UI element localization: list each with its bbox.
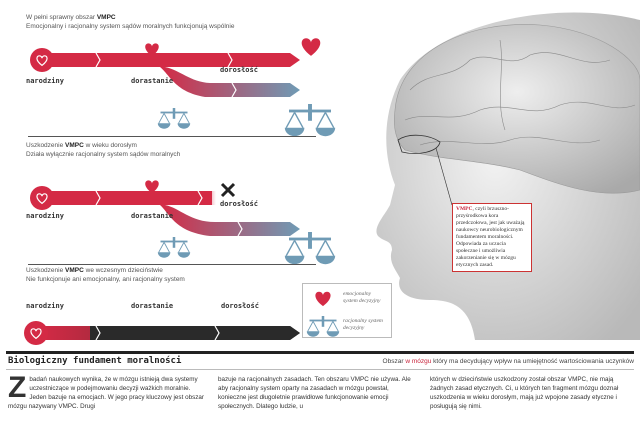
heart-icon [36,193,48,205]
vmpc-callout: VMPC, czyli brzuszno-przyśrodkowa kora p… [452,203,532,272]
label-adult: dorosłość [220,66,258,74]
label-birth: narodziny [26,302,64,310]
label-youth: dorastanie [131,302,174,310]
scales-icon [157,237,191,258]
heart-icon [145,180,159,194]
scales-icon [284,232,336,265]
label-youth: dorastanie [131,77,174,85]
article-column-3: których w dzieciństwie uszkodzony został… [430,376,619,410]
article-column-1: Z badań naukowych wynika, że w mózgu ist… [8,371,204,411]
timeline-healthy [30,48,300,97]
section-child-caption: Uszkodzenie VMPC we wczesnym dzieciństwi… [26,267,185,283]
label-adult: dorosłość [221,302,259,310]
article-subtitle: Obszar w mózgu który ma decydujący wpływ… [382,358,634,365]
divider [6,351,634,354]
timeline-child-damage [24,321,300,345]
cross-icon [220,182,236,198]
heart-icon [301,38,321,56]
label-birth: narodziny [26,212,64,220]
legend: emocjonalny system decyzyjny racjonalny … [302,283,392,338]
heart-icon [30,328,42,340]
scales-icon [284,104,336,137]
scales-icon [306,316,340,337]
scales-icon [157,108,191,129]
article-column-2: bazuje na racjonalnych zasadach. Ten obs… [218,376,411,410]
timeline-adult-damage [30,182,300,236]
heart-icon [36,55,48,67]
heart-icon [315,291,331,307]
label-adult: dorosłość [220,200,258,208]
legend-rational: racjonalny system decyzyjny [343,318,383,331]
vmpc-region [397,134,441,154]
vmpc-diagram [24,38,336,345]
label-birth: narodziny [26,77,64,85]
article-title: Biologiczny fundament moralności [8,356,182,366]
legend-emotional: emocjonalny system decyzyjny [343,291,381,304]
heart-icon [145,43,159,57]
head-illustration [376,12,640,340]
label-youth: dorastanie [131,212,174,220]
